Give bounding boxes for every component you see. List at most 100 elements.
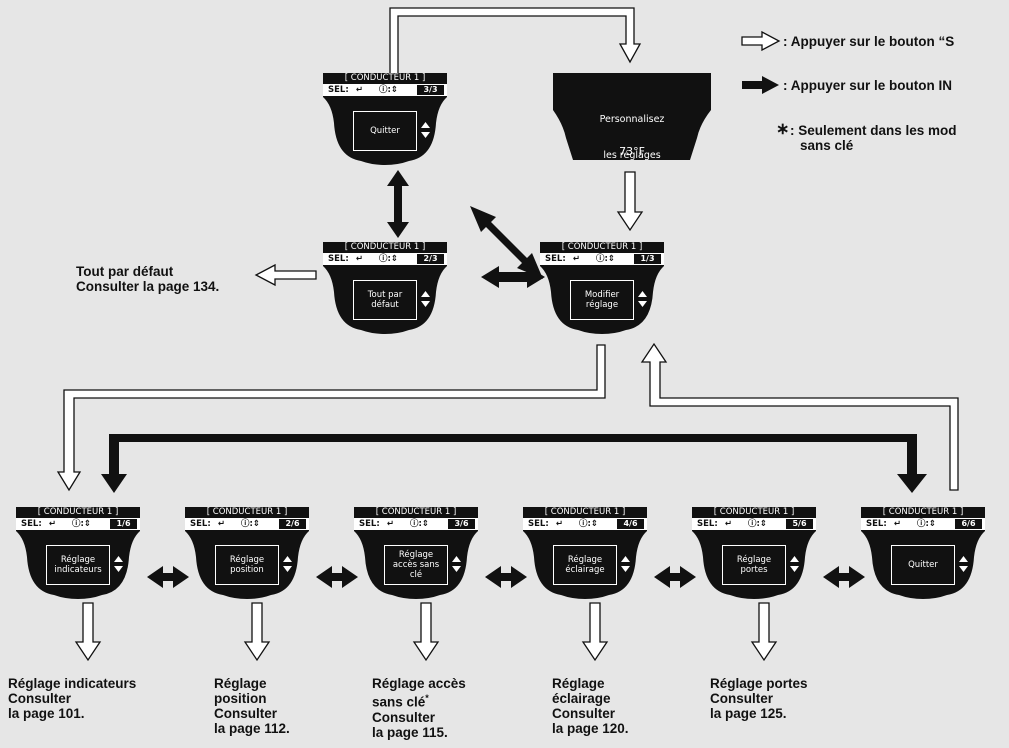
up-down-icon <box>114 556 123 572</box>
return-arrow-icon: ↵ <box>573 254 581 264</box>
screen-header: [ CONDUCTEUR 1 ] <box>323 242 447 253</box>
up-down-icon <box>421 291 430 307</box>
return-arrow-icon: ↵ <box>218 519 226 529</box>
caption-down-arrows <box>74 602 778 662</box>
return-arrow-icon: ↵ <box>356 85 364 95</box>
sel-label: SEL: <box>528 519 549 529</box>
sel-label: SEL: <box>697 519 718 529</box>
sel-label: SEL: <box>328 254 349 264</box>
screen-status-bar: SEL:↵ⓘ:⇕3/6 <box>354 518 478 530</box>
screen-option-box: Réglage accès sans clé <box>384 545 448 585</box>
personalize-line2: les réglages <box>603 150 661 161</box>
personalize-temp: 73°F <box>619 145 645 158</box>
sel-label: SEL: <box>190 519 211 529</box>
caption-keyless: Réglage accès sans clé* Consulter la pag… <box>372 676 466 740</box>
personalize-line1: Personnalisez <box>599 114 665 125</box>
legend-white-arrow <box>741 30 781 52</box>
return-arrow-icon: ↵ <box>49 519 57 529</box>
screen-status-bar: SEL:↵ⓘ:⇕1/6 <box>16 518 140 530</box>
screen-status-bar: SEL: ↵ ⓘ:⇕ 2/3 <box>323 253 447 265</box>
page-indicator: 2/6 <box>279 519 306 529</box>
info-icon: ⓘ:⇕ <box>379 85 399 95</box>
page-indicator: 5/6 <box>786 519 813 529</box>
up-down-icon <box>283 556 292 572</box>
info-icon: ⓘ:⇕ <box>748 519 768 529</box>
up-down-icon <box>452 556 461 572</box>
personalize-screen <box>553 73 711 160</box>
up-down-icon <box>621 556 630 572</box>
screen-header: [ CONDUCTEUR 1 ] <box>523 507 647 518</box>
screen-option-box: Réglage indicateurs <box>46 545 110 585</box>
caption-lighting: Réglage éclairage Consulter la page 120. <box>552 676 629 736</box>
screen-header: [ CONDUCTEUR 1 ] <box>692 507 816 518</box>
return-arrow-icon: ↵ <box>387 519 395 529</box>
caption-indicators: Réglage indicateurs Consulter la page 10… <box>8 676 137 721</box>
info-icon: ⓘ:⇕ <box>596 254 616 264</box>
screen-option-box: Quitter <box>353 111 417 151</box>
screen-status-bar: SEL: ↵ ⓘ:⇕ 6/6 <box>861 518 985 530</box>
legend-white-label: : Appuyer sur le bouton “S <box>783 34 955 49</box>
legend-note-line1: : Seulement dans les mod <box>790 123 957 138</box>
sel-label: SEL: <box>545 254 566 264</box>
screen-header: [ CONDUCTEUR 1 ] <box>16 507 140 518</box>
black-double-arrow-diagonal <box>470 206 543 279</box>
screen-header: [ CONDUCTEUR 1 ] <box>323 73 447 84</box>
page-indicator: 3/3 <box>417 85 444 95</box>
return-arrow-icon: ↵ <box>725 519 733 529</box>
personalize-text: Personnalisez les réglages <box>553 90 711 174</box>
white-loop-arrow-top <box>389 7 642 75</box>
white-path-down-to-list <box>56 344 606 492</box>
page-indicator: 4/6 <box>617 519 644 529</box>
caption-doors: Réglage portes Consulter la page 125. <box>710 676 808 721</box>
screen-status-bar: SEL: ↵ ⓘ:⇕ 3/3 <box>323 84 447 96</box>
info-icon: ⓘ:⇕ <box>241 519 261 529</box>
page-indicator: 1/3 <box>634 254 661 264</box>
legend-note-star: ∗ <box>776 121 790 138</box>
bottom-double-arrows <box>147 566 865 588</box>
white-arrow-left-default <box>254 263 317 287</box>
return-arrow-icon: ↵ <box>356 254 364 264</box>
up-down-icon <box>421 122 430 138</box>
screen-header: [ CONDUCTEUR 1 ] <box>354 507 478 518</box>
screen-option-box: Réglage éclairage <box>553 545 617 585</box>
black-double-arrow-horizontal <box>481 266 545 288</box>
info-icon: ⓘ:⇕ <box>917 519 937 529</box>
black-double-arrow-vertical <box>387 170 409 238</box>
up-down-icon <box>790 556 799 572</box>
page-indicator: 6/6 <box>955 519 982 529</box>
screen-header: [ CONDUCTEUR 1 ] <box>540 242 664 253</box>
caption-keyless-line2: sans clé <box>372 694 426 710</box>
page-indicator: 3/6 <box>448 519 475 529</box>
sel-label: SEL: <box>359 519 380 529</box>
caption-position: Réglage position Consulter la page 112. <box>214 676 290 736</box>
caption-keyless-star: * <box>425 693 429 703</box>
sel-label: SEL: <box>328 85 349 95</box>
info-icon: ⓘ:⇕ <box>379 254 399 264</box>
screen-status-bar: SEL:↵ⓘ:⇕4/6 <box>523 518 647 530</box>
info-icon: ⓘ:⇕ <box>579 519 599 529</box>
legend-note-line2: sans clé <box>800 138 854 153</box>
screen-option-box: Modifier réglage <box>570 280 634 320</box>
screen-status-bar: SEL: ↵ ⓘ:⇕ 2/6 <box>185 518 309 530</box>
up-down-icon <box>959 556 968 572</box>
page-indicator: 2/3 <box>417 254 444 264</box>
sel-label: SEL: <box>866 519 887 529</box>
up-down-icon <box>638 291 647 307</box>
screen-status-bar: SEL: ↵ ⓘ:⇕ 1/3 <box>540 253 664 265</box>
screen-status-bar: SEL: ↵ ⓘ:⇕ 5/6 <box>692 518 816 530</box>
sel-label: SEL: <box>21 519 42 529</box>
screen-header: [ CONDUCTEUR 1 ] <box>185 507 309 518</box>
screen-option-box: Réglage position <box>215 545 279 585</box>
return-arrow-icon: ↵ <box>894 519 902 529</box>
default-note: Tout par défaut Consulter la page 134. <box>76 264 220 294</box>
